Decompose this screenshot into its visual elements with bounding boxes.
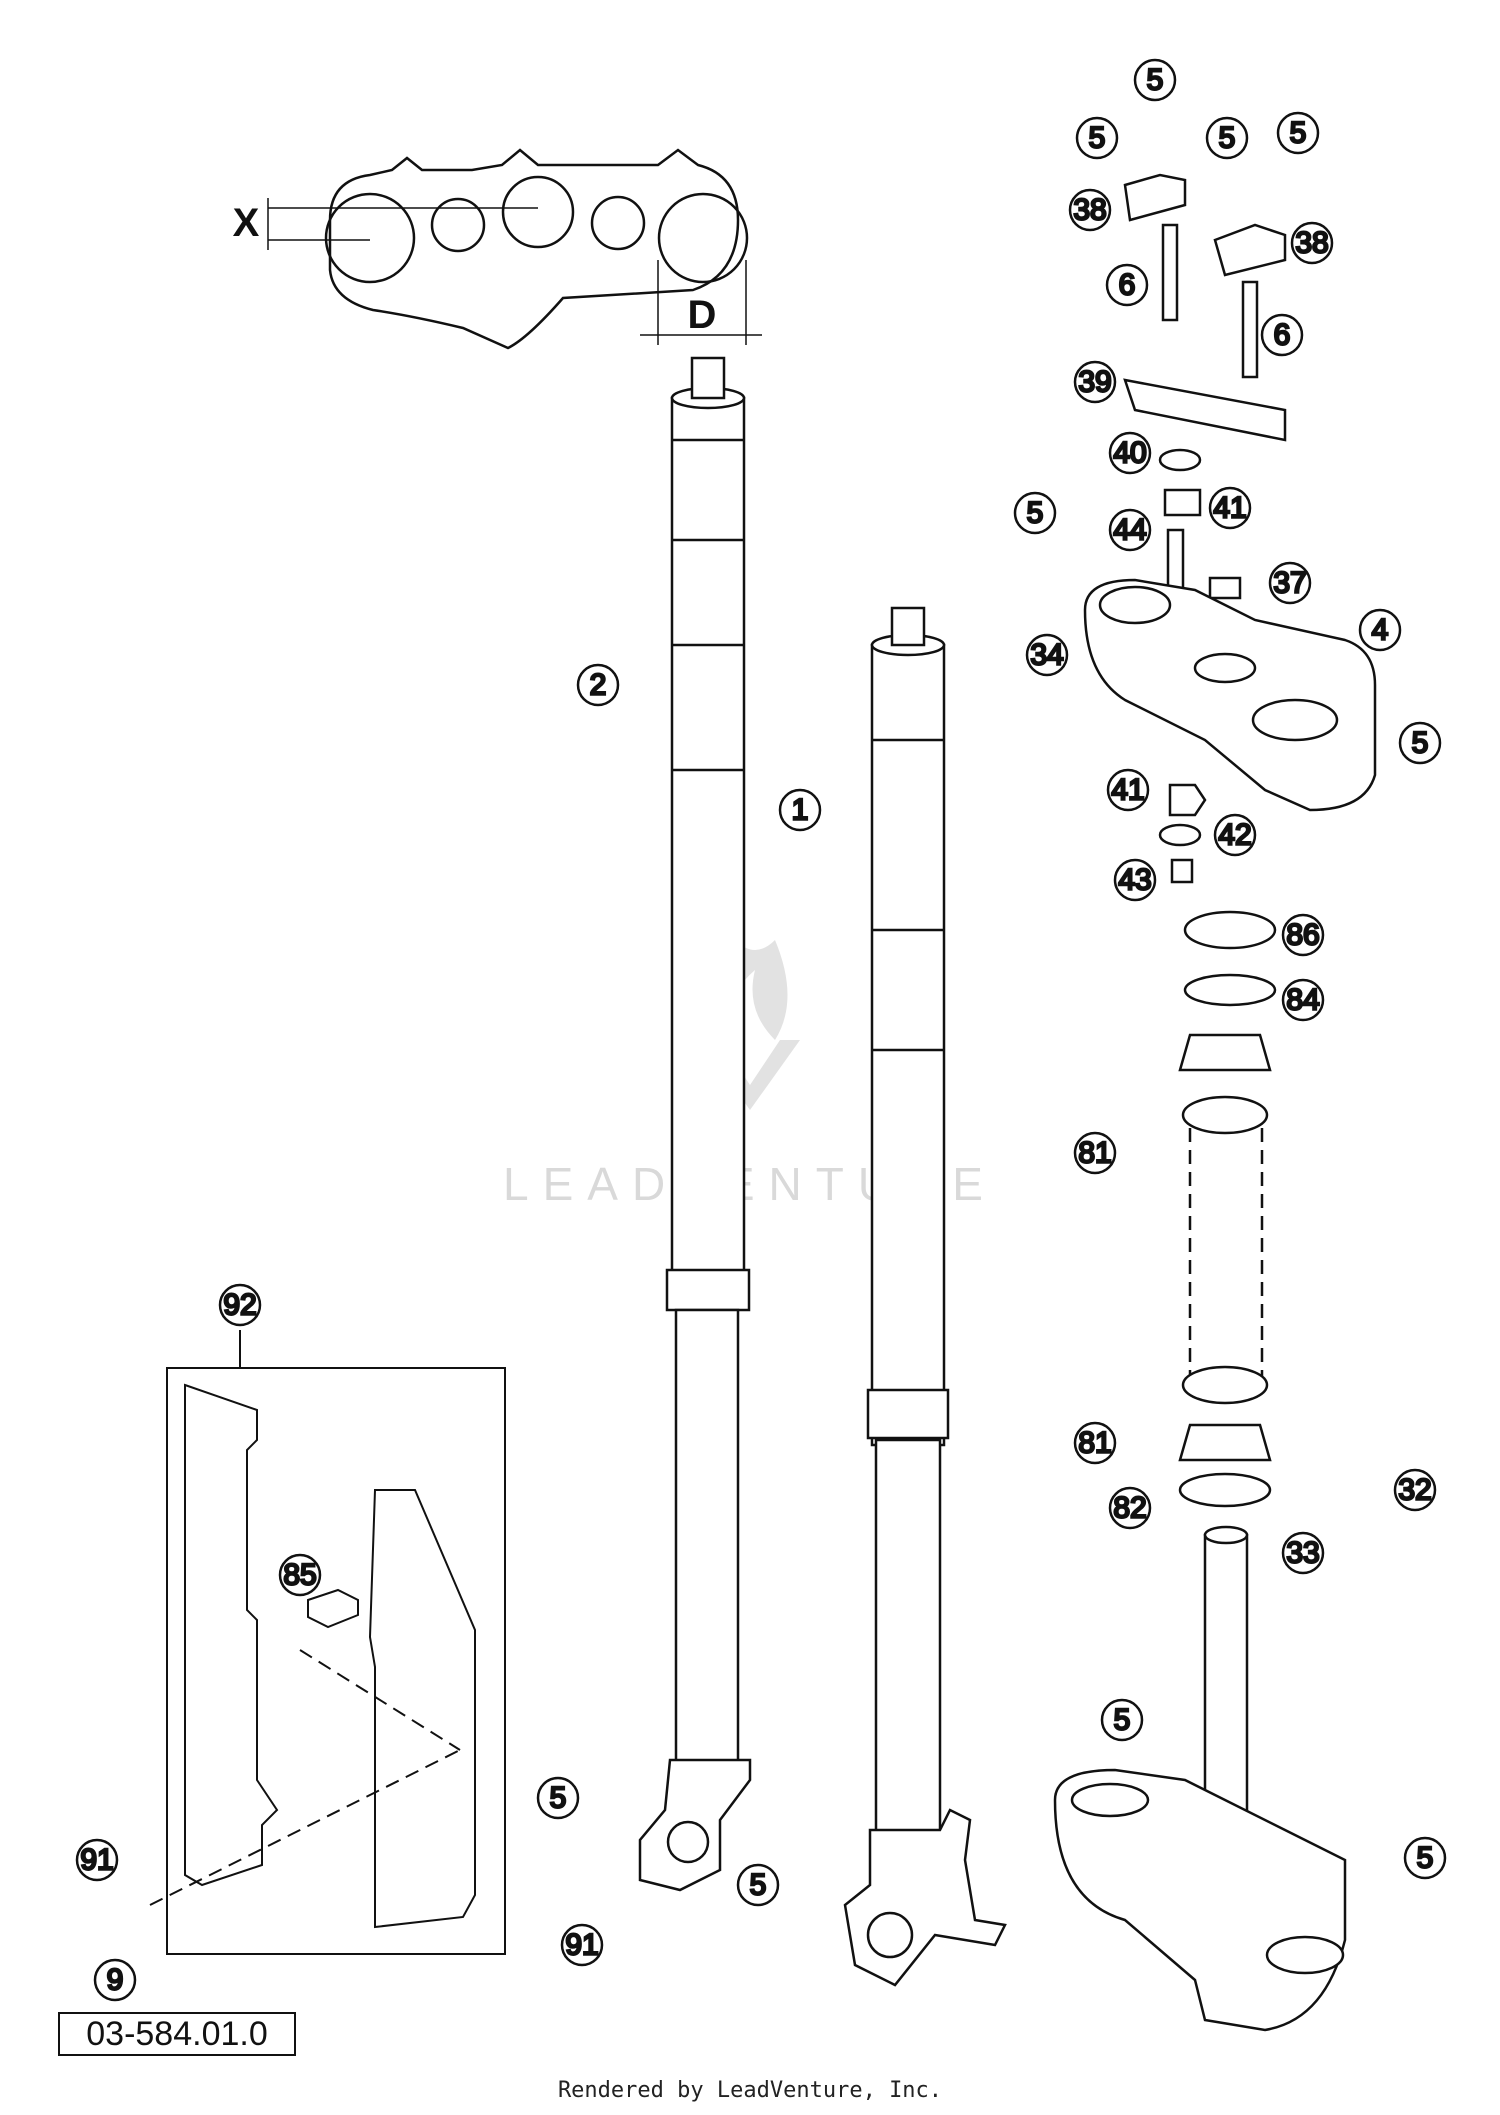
callout-label: 6 [1274, 319, 1291, 352]
callout-circle [576, 663, 620, 707]
callout-label: 33 [1286, 1537, 1319, 1570]
callout-label: 82 [1113, 1492, 1146, 1525]
fork-leg-1 [843, 606, 1007, 1987]
callout-label: 5 [1219, 122, 1236, 155]
fork-leg-2 [638, 356, 752, 1892]
callout-label: 42 [1218, 819, 1251, 852]
callout-circle [93, 1958, 137, 2002]
callout-circle [1100, 1698, 1144, 1742]
callout-circle [1106, 768, 1150, 812]
callout-circle [1281, 913, 1325, 957]
callout-label: 38 [1073, 194, 1106, 227]
callout-label: 85 [283, 1559, 316, 1592]
callout-circle [218, 1283, 262, 1327]
dimension-d-label: D [688, 293, 717, 337]
callout-label: 41 [1213, 492, 1246, 525]
callout-label: 5 [1147, 64, 1164, 97]
callout-label: 5 [1027, 497, 1044, 530]
callout-label: 5 [1290, 117, 1307, 150]
callout-circle [1073, 360, 1117, 404]
callout-label: 81 [1078, 1427, 1111, 1460]
callout-circle [1398, 721, 1442, 765]
callout-label: 5 [1417, 1842, 1434, 1875]
callouts: 5 5 5 5 38 38 6 6 39 40 41 5 44 37 4 34 … [75, 58, 1447, 2002]
callout-circle [560, 1923, 604, 1967]
callout-label: 39 [1078, 366, 1111, 399]
callout-circle [1108, 1486, 1152, 1530]
callout-label: 5 [750, 1869, 767, 1902]
callout-circle [1108, 431, 1152, 475]
callout-label: 41 [1111, 774, 1144, 807]
callout-label: 38 [1295, 227, 1328, 260]
callout-label: 34 [1030, 639, 1063, 672]
callout-label: 43 [1118, 864, 1151, 897]
callout-circle [1268, 561, 1312, 605]
callout-label: 91 [565, 1929, 598, 1962]
callout-circle [1108, 508, 1152, 552]
callout-circle [1290, 221, 1334, 265]
callout-circle [736, 1863, 780, 1907]
callout-circle [75, 1838, 119, 1882]
callout-circle [1358, 608, 1402, 652]
callout-label: 32 [1398, 1474, 1431, 1507]
steering-head-parts [1053, 173, 1377, 2032]
triple-clamp-detail: X D [233, 148, 762, 350]
callout-label: 6 [1119, 269, 1136, 302]
diagram-id-label: 03-584.01.0 [58, 2012, 296, 2056]
callout-circle [1281, 978, 1325, 1022]
callout-circle [1073, 1131, 1117, 1175]
callout-circle [1208, 486, 1252, 530]
callout-label: 91 [80, 1844, 113, 1877]
callout-label: 1 [792, 794, 809, 827]
callout-circle [1393, 1468, 1437, 1512]
callout-circle [536, 1776, 580, 1820]
callout-label: 92 [223, 1289, 256, 1322]
callout-circle [278, 1553, 322, 1597]
callout-label: 5 [1089, 122, 1106, 155]
callout-label: 9 [107, 1964, 124, 1997]
callout-label: 5 [1412, 727, 1429, 760]
callout-circle [1205, 116, 1249, 160]
callout-label: 44 [1113, 514, 1146, 547]
callout-label: 2 [590, 669, 607, 702]
dimension-x-label: X [233, 201, 260, 245]
callout-label: 5 [550, 1782, 567, 1815]
callout-circle [1113, 858, 1157, 902]
callout-circle [1213, 813, 1257, 857]
callout-label: 81 [1078, 1137, 1111, 1170]
callout-circle [1281, 1531, 1325, 1575]
callout-circle [1075, 116, 1119, 160]
callout-circle [1025, 633, 1069, 677]
callout-circle [1013, 491, 1057, 535]
callout-circle [1105, 263, 1149, 307]
callout-label: 5 [1114, 1704, 1131, 1737]
callout-circle [1073, 1421, 1117, 1465]
callout-label: 40 [1113, 437, 1146, 470]
footer-credit: Rendered by LeadVenture, Inc. [557, 2078, 943, 2103]
callout-label: 4 [1372, 614, 1389, 647]
callout-label: 37 [1273, 567, 1306, 600]
callout-circle [1276, 111, 1320, 155]
callout-circle [1133, 58, 1177, 102]
fork-protector-kit [149, 1330, 506, 1955]
callout-label: 86 [1286, 919, 1319, 952]
callout-label: 84 [1286, 984, 1319, 1017]
callout-circle [778, 788, 822, 832]
callout-circle [1403, 1836, 1447, 1880]
callout-circle [1260, 313, 1304, 357]
callout-circle [1068, 188, 1112, 232]
